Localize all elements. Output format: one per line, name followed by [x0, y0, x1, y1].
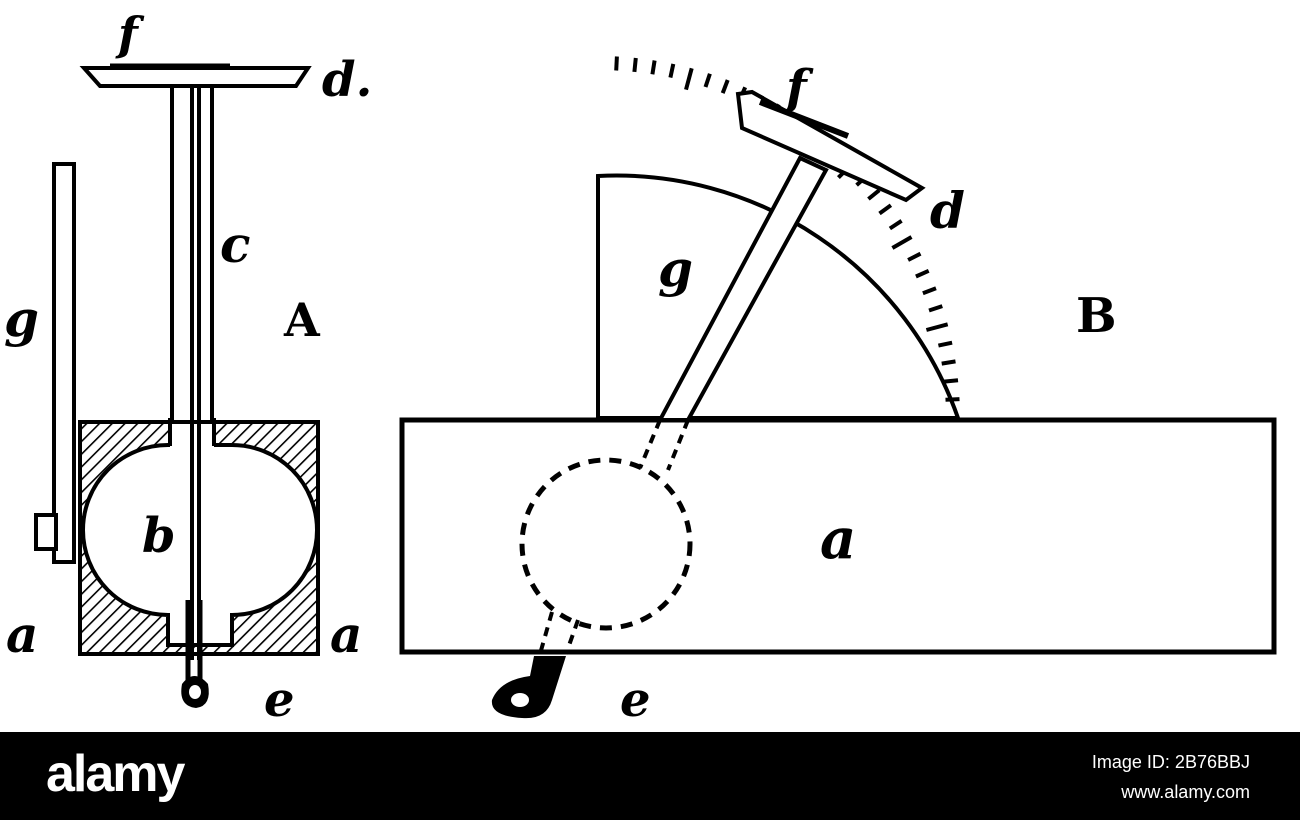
quadrant-tick	[684, 67, 694, 91]
figure-a-label-c: c	[220, 215, 250, 274]
figure-a-label-f: f	[115, 7, 145, 61]
quadrant-tick	[915, 268, 930, 279]
figure-a-label-a-left: a	[6, 605, 38, 664]
figure-a-label-g: g	[4, 289, 39, 348]
figure-a: f d. c g A b a a e	[4, 7, 372, 728]
quadrant-tick	[937, 340, 953, 348]
image-id-text: Image ID: 2B76BBJ	[1091, 752, 1250, 772]
quadrant-tick	[943, 378, 959, 384]
quadrant-tick	[720, 79, 730, 94]
figure-a-crosshead-d	[79, 66, 312, 88]
figure-b-hidden-cavity	[519, 457, 693, 631]
figure-a-fence-g	[52, 162, 76, 564]
figure-a-label-e: e	[264, 672, 295, 728]
figure-a-label-b: b	[142, 508, 176, 564]
figure-b-quadrant-g	[596, 173, 961, 420]
figure-b-label-f: f	[783, 60, 814, 116]
figure-b-inclined-stem	[656, 155, 829, 422]
figure-b-label-g: g	[658, 239, 693, 298]
figure-a-title: A	[283, 293, 321, 347]
figure-b-label-e: e	[620, 672, 651, 728]
quadrant-tick	[668, 63, 676, 79]
quadrant-tick	[650, 60, 657, 75]
quadrant-tick	[891, 235, 913, 250]
figure-b-quadrant-ticks	[614, 56, 960, 402]
quadrant-tick	[867, 188, 881, 201]
figure-b-pin-f	[758, 99, 850, 139]
figure-a-fence-screw	[34, 513, 58, 551]
figure-a-label-a-right: a	[330, 605, 362, 664]
stock-watermark-banner: alamy Image ID: 2B76BBJ www.alamy.com	[0, 732, 1300, 820]
figure-a-label-d: d.	[322, 52, 372, 108]
figure-a-block	[78, 420, 320, 656]
figure-b-title: B	[1076, 288, 1117, 344]
quadrant-tick	[925, 322, 949, 332]
engraving-figure: f d. c g A b a a e f d g B a	[4, 7, 1277, 728]
brand-logo: alamy	[46, 745, 185, 803]
quadrant-tick	[922, 286, 937, 296]
quadrant-tick	[614, 56, 619, 71]
quadrant-tick	[941, 359, 956, 366]
quadrant-tick	[632, 57, 638, 73]
figure-b-label-d: d	[930, 181, 965, 240]
quadrant-tick	[703, 73, 712, 88]
quadrant-tick	[945, 397, 960, 402]
quadrant-tick	[888, 219, 903, 231]
site-url-text: www.alamy.com	[1121, 782, 1250, 802]
quadrant-tick	[928, 304, 943, 313]
figure-b-rod-end-e	[491, 656, 566, 719]
figure-b-crosshead-d	[735, 89, 926, 203]
quadrant-tick	[907, 251, 922, 262]
quadrant-tick	[878, 203, 893, 216]
figure-b-label-a: a	[820, 506, 856, 572]
figure-b-stock-a	[399, 417, 1277, 655]
figure-b: f d g B a e	[399, 56, 1277, 728]
